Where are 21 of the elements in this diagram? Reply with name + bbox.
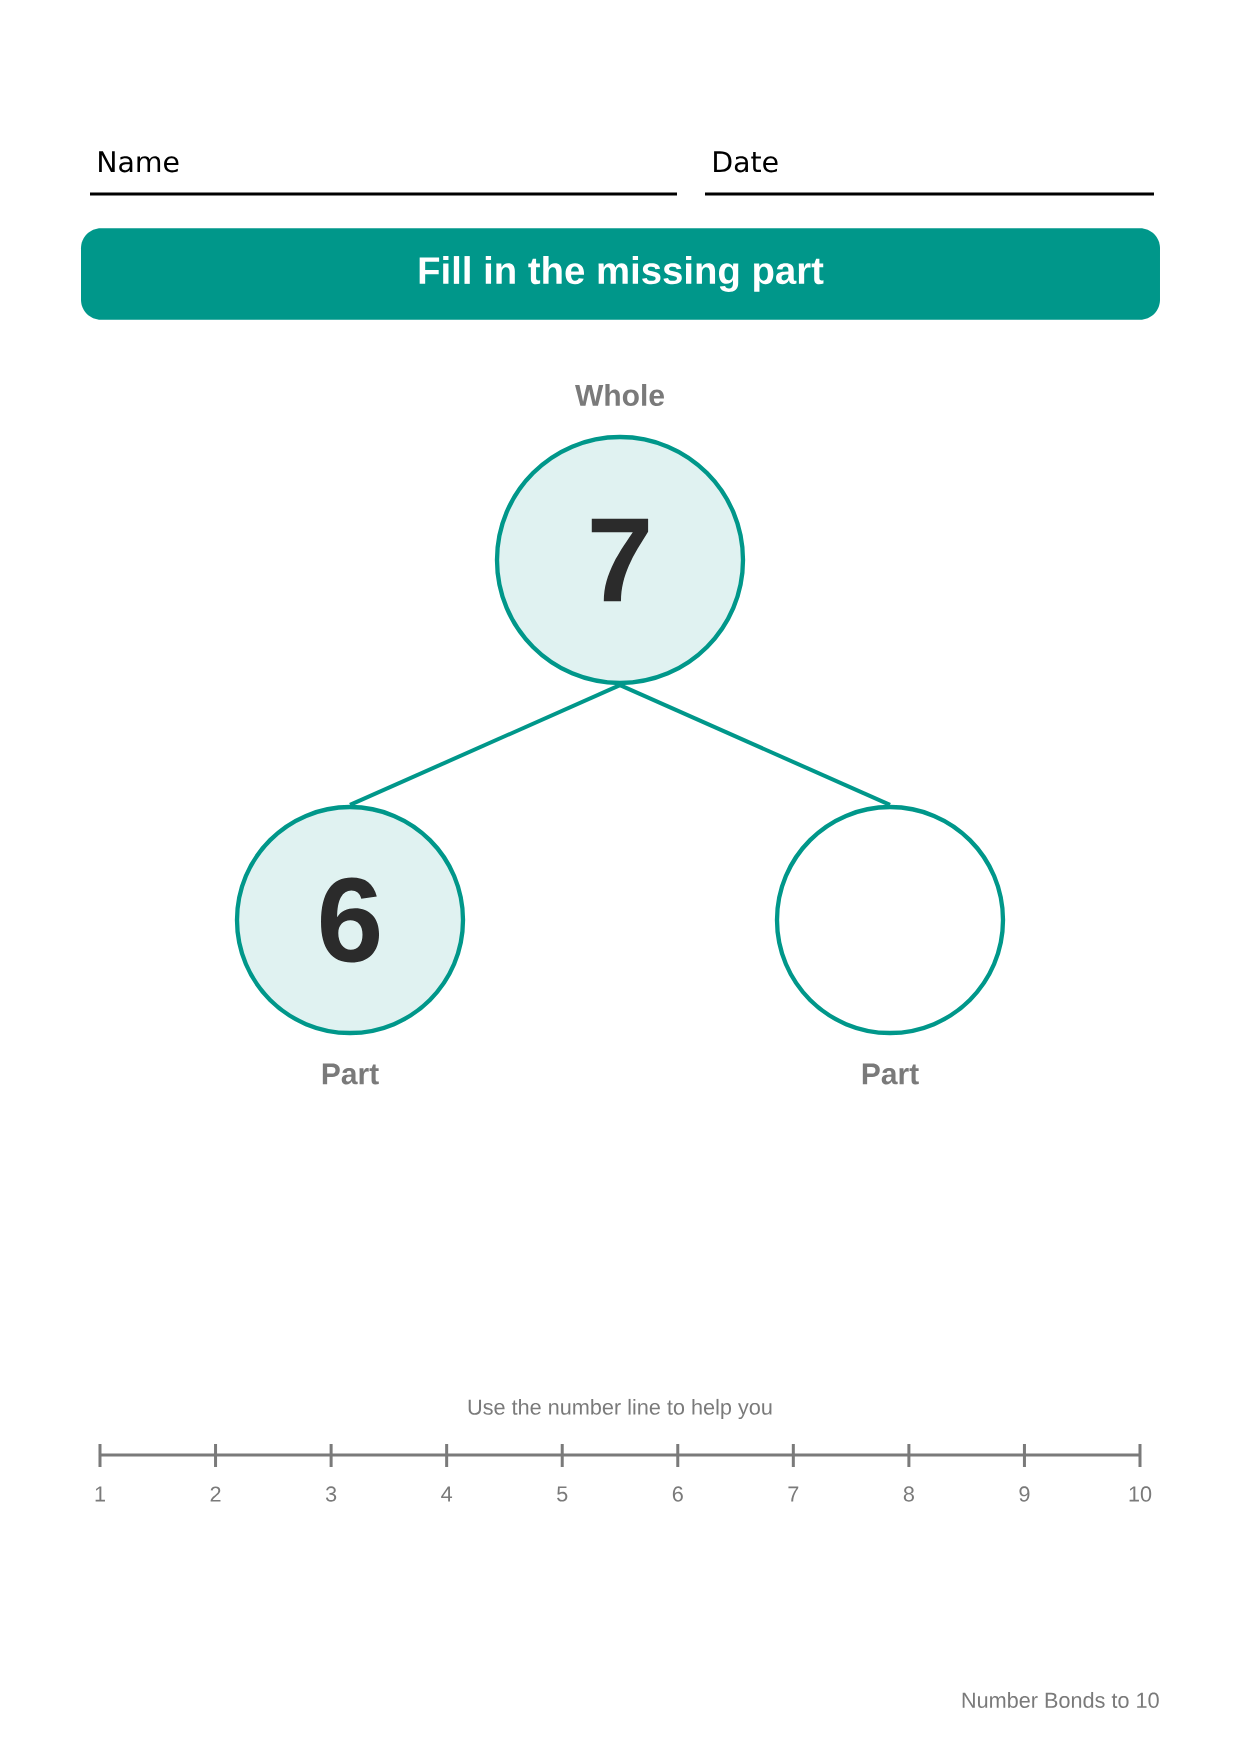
field-label: Date [714, 151, 778, 173]
circle-label: Part [862, 1063, 919, 1085]
circle-label: Part [322, 1063, 379, 1085]
title-banner: Fill in the missing part [81, 228, 1160, 320]
tick-label: 6 [672, 1486, 683, 1502]
circle-label: Whole [575, 384, 664, 407]
tick-label: 9 [1019, 1486, 1030, 1502]
footer-text: Number Bonds to 10 [962, 1692, 1159, 1708]
instruction-text: Use the number line to help you [468, 1398, 772, 1420]
tick-label: 8 [903, 1486, 914, 1502]
tick-label: 1 [95, 1486, 105, 1502]
tick-label: 2 [210, 1486, 221, 1502]
answer-circle [774, 804, 1006, 1036]
tick-label: 5 [557, 1486, 568, 1502]
field-label: Name [99, 151, 179, 173]
tick-label: 4 [441, 1486, 453, 1502]
tick-label: 10 [1129, 1486, 1152, 1502]
connector-line [349, 683, 621, 807]
tick-label: 7 [788, 1486, 799, 1502]
tick-label: 3 [325, 1486, 337, 1502]
connector-line [619, 683, 891, 807]
